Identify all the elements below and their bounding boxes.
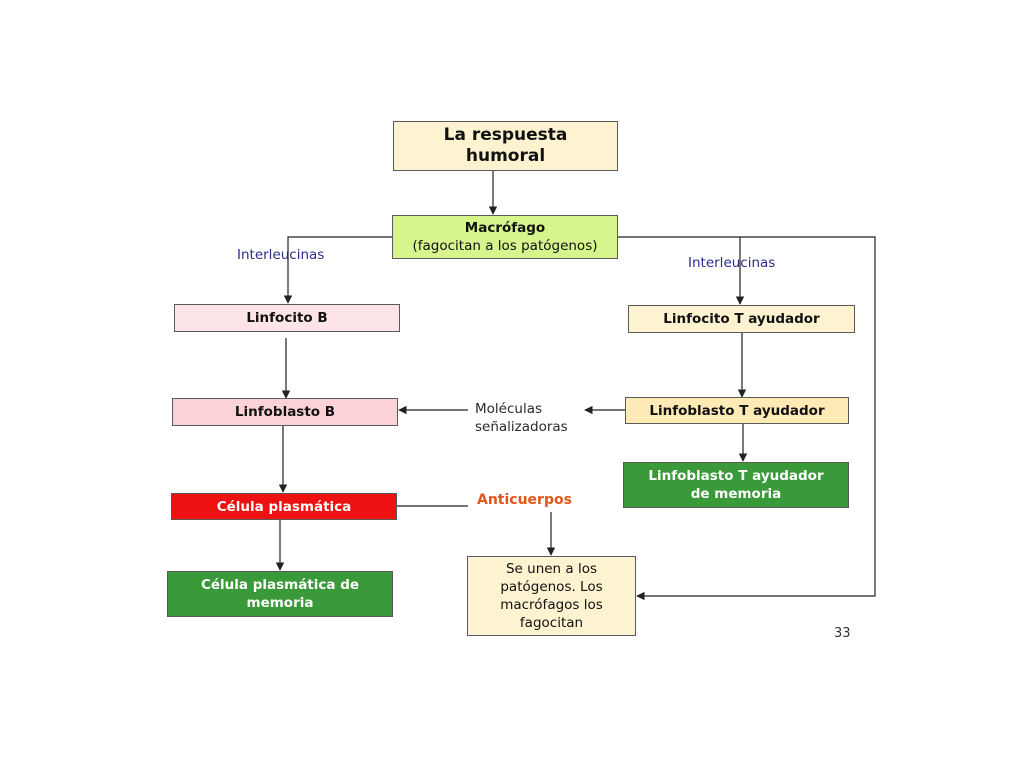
arrow-macrofago-to-linfocito-b	[283, 236, 392, 304]
interleucinas-right-label: Interleucinas	[688, 255, 776, 271]
linfocito-t-box: Linfocito T ayudador	[628, 305, 855, 333]
celula-plasmatica-box: Célula plasmática	[171, 493, 397, 520]
celula-memoria-box: Célula plasmática de memoria	[167, 571, 393, 617]
interleucinas-left-label: Interleucinas	[237, 247, 325, 263]
linfocito-b-box: Linfocito B	[174, 304, 400, 332]
macrofago-subtitle: (fagocitan a los patógenos)	[412, 238, 598, 254]
linfoblasto-t-box: Linfoblasto T ayudador	[625, 397, 849, 424]
moleculas-label: Moléculas señalizadoras	[475, 401, 568, 435]
macrofago-title: Macrófago	[464, 220, 546, 236]
macrofago-box: Macrófago (fagocitan a los patógenos)	[392, 215, 618, 259]
anticuerpos-label: Anticuerpos	[477, 492, 572, 508]
title-box: La respuesta humoral	[393, 121, 618, 171]
se-unen-box: Se unen a los patógenos. Los macrófagos …	[467, 556, 636, 636]
linfoblasto-b-box: Linfoblasto B	[172, 398, 398, 426]
linfoblasto-t-memoria-box: Linfoblasto T ayudador de memoria	[623, 462, 849, 508]
line-macrofago-right	[618, 236, 876, 601]
page-number: 33	[834, 626, 851, 641]
